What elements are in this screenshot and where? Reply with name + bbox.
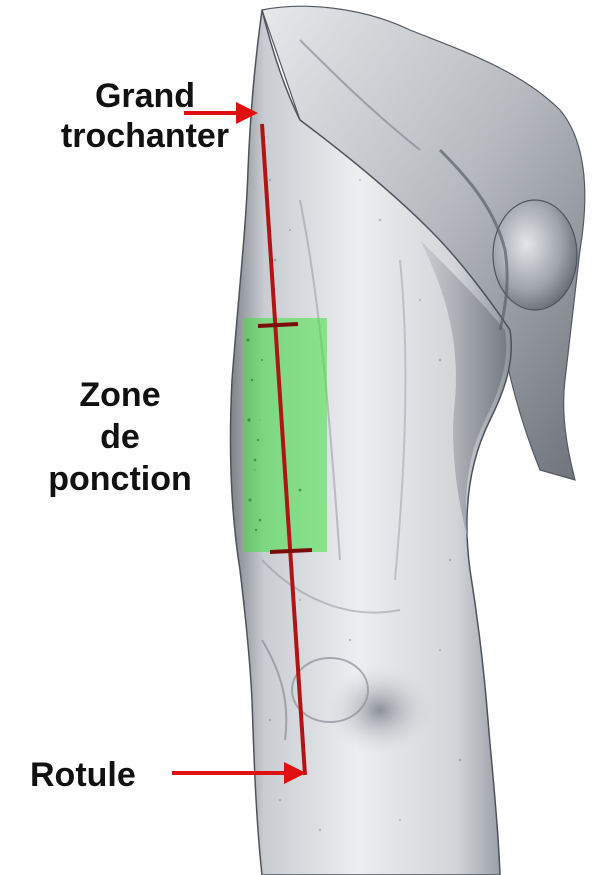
label-line: Grand: [45, 76, 245, 116]
puncture-zone-label: Zone de ponction: [20, 374, 220, 500]
label-line: Rotule: [30, 755, 170, 795]
label-line: trochanter: [45, 116, 245, 156]
knee-shadow: [325, 665, 435, 755]
upper-tick: [258, 324, 298, 326]
grand-trochanter-label: Grand trochanter: [45, 76, 245, 156]
label-line: ponction: [20, 458, 220, 500]
lower-tick: [270, 550, 312, 552]
label-line: Zone: [20, 374, 220, 416]
puncture-zone: [243, 318, 327, 552]
right-arrow-icon: [172, 762, 306, 784]
rotule-label: Rotule: [30, 755, 170, 795]
label-line: de: [20, 416, 220, 458]
